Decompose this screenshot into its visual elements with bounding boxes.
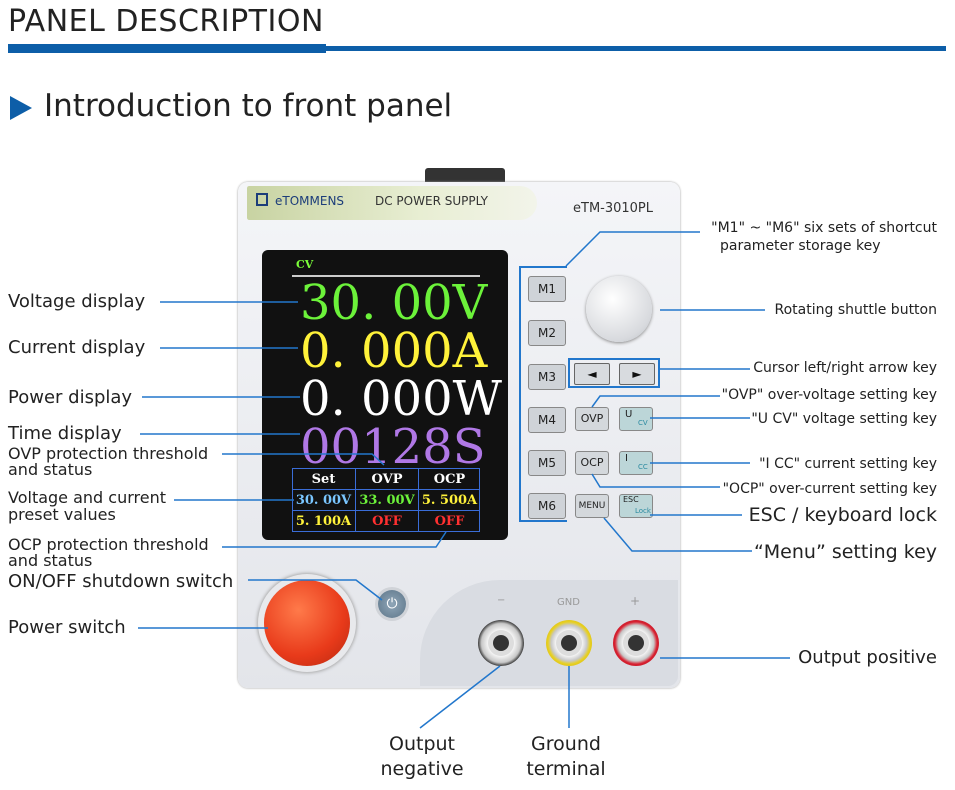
key-m2[interactable]: M2 (528, 320, 566, 346)
leader-ocp (222, 531, 447, 548)
label-output-positive: Output positive (798, 647, 937, 668)
leader-menu (603, 517, 752, 552)
product-name: DC POWER SUPPLY (375, 194, 489, 208)
leader-ovp-key (591, 395, 720, 408)
time-readout: 00128S (300, 419, 486, 475)
power-switch[interactable] (264, 580, 350, 666)
table-header-ovp: OVP (371, 472, 403, 487)
key-m6[interactable]: M6 (528, 493, 566, 519)
label-menu-key: “Menu” setting key (753, 541, 937, 563)
u-cv-key[interactable]: U CV (619, 407, 653, 431)
memory-keys-bracket (519, 266, 567, 522)
table-line (418, 468, 419, 532)
cv-sub-label: CV (638, 419, 648, 427)
label-ovp-line1: OVP protection threshold (8, 444, 209, 463)
ovp-key[interactable]: OVP (575, 407, 609, 431)
set-current: 5. 100A (295, 514, 352, 529)
cc-sub-label: CC (638, 463, 648, 471)
key-m1[interactable]: M1 (528, 276, 566, 302)
esc-key-label: ESC (623, 495, 639, 504)
leader-onoff (248, 579, 383, 601)
set-voltage: 30. 00V (295, 493, 352, 508)
label-power-switch: Power switch (8, 617, 126, 638)
brand-name: eTOMMENS (275, 194, 345, 208)
terminal-hole (561, 635, 577, 651)
voltage-readout: 30. 00V (300, 275, 488, 331)
section-title: Introduction to front panel (44, 88, 453, 124)
label-time-display: Time display (8, 423, 122, 444)
label-ovp-key: "OVP" over-voltage setting key (721, 387, 937, 403)
esc-lock-key[interactable]: ESC Lock (619, 494, 653, 518)
power-icon: ⏻ (386, 596, 398, 612)
play-arrow-icon (10, 96, 32, 120)
label-ovp-line2: and status (8, 460, 93, 479)
key-m4[interactable]: M4 (528, 407, 566, 433)
label-onoff-switch: ON/OFF shutdown switch (8, 571, 234, 592)
label-ocp-line2: and status (8, 551, 93, 570)
table-header-ocp: OCP (433, 472, 466, 487)
power-readout: 0. 000W (300, 371, 503, 427)
lock-sub-label: Lock (635, 507, 651, 515)
ocp-status: OFF (434, 514, 465, 529)
label-preset-line2: preset values (8, 505, 116, 524)
i-cc-key[interactable]: I CC (619, 451, 653, 475)
label-current-display: Current display (8, 337, 146, 358)
cursor-right-key[interactable]: ► (619, 363, 655, 385)
table-line (355, 468, 356, 532)
label-ucv-key: "U CV" voltage setting key (751, 411, 937, 427)
brand-logo-icon (256, 193, 268, 206)
label-shuttle: Rotating shuttle button (774, 302, 937, 318)
label-ground-line1: Ground (531, 733, 601, 755)
label-output-negative-line2: negative (380, 758, 464, 780)
label-m-keys-line2: parameter storage key (720, 238, 881, 254)
leader-ovp (222, 453, 385, 466)
i-key-label: I (625, 453, 628, 464)
brand-badge (247, 186, 537, 220)
header-rule-accent (8, 44, 326, 53)
label-ocp-line1: OCP protection threshold (8, 535, 209, 554)
mode-indicator: CV (296, 258, 314, 271)
label-preset-line1: Voltage and current (8, 488, 167, 507)
label-ground-line2: terminal (526, 758, 606, 780)
pos-terminal-label: + (630, 594, 641, 608)
rotating-shuttle-knob[interactable] (586, 276, 652, 342)
label-voltage-display: Voltage display (8, 291, 146, 312)
current-readout: 0. 000A (300, 323, 488, 379)
neg-terminal-label: − (497, 595, 506, 606)
onoff-button[interactable]: ⏻ (378, 590, 406, 618)
u-key-label: U (625, 409, 633, 420)
terminal-hole (628, 635, 644, 651)
label-output-negative-line1: Output (389, 733, 455, 755)
model-number: eTM-3010PL (573, 201, 654, 216)
label-ocp-key: "OCP" over-current setting key (722, 481, 937, 497)
table-line (292, 510, 480, 511)
label-icc-key: "I CC" current setting key (759, 456, 937, 472)
ovp-status: OFF (372, 514, 402, 529)
key-m5[interactable]: M5 (528, 450, 566, 476)
page-title: PANEL DESCRIPTION (8, 4, 324, 39)
label-esc-lock: ESC / keyboard lock (748, 504, 937, 526)
label-power-display: Power display (8, 387, 133, 408)
header-rule (8, 46, 946, 51)
ovp-threshold: 33. 00V (359, 493, 415, 508)
lcd-screen (262, 250, 508, 540)
leader-m-keys (565, 231, 700, 267)
menu-key[interactable]: MENU (575, 494, 609, 518)
leader-ocp-key (591, 473, 720, 488)
cursor-left-key[interactable]: ◄ (574, 363, 610, 385)
key-m3[interactable]: M3 (528, 364, 566, 390)
table-line (292, 489, 480, 490)
ocp-key[interactable]: OCP (575, 451, 609, 475)
table-header-set: Set (311, 472, 336, 487)
terminal-hole (493, 635, 509, 651)
cursor-keys-frame (568, 358, 660, 388)
gnd-terminal-label: GND (557, 597, 580, 608)
label-cursor-keys: Cursor left/right arrow key (753, 360, 937, 376)
label-m-keys-line1: "M1" ~ "M6" six sets of shortcut (711, 220, 937, 236)
ocp-threshold: 5. 500A (421, 493, 478, 508)
screen-divider (292, 275, 480, 277)
leader-out-neg (419, 665, 501, 729)
